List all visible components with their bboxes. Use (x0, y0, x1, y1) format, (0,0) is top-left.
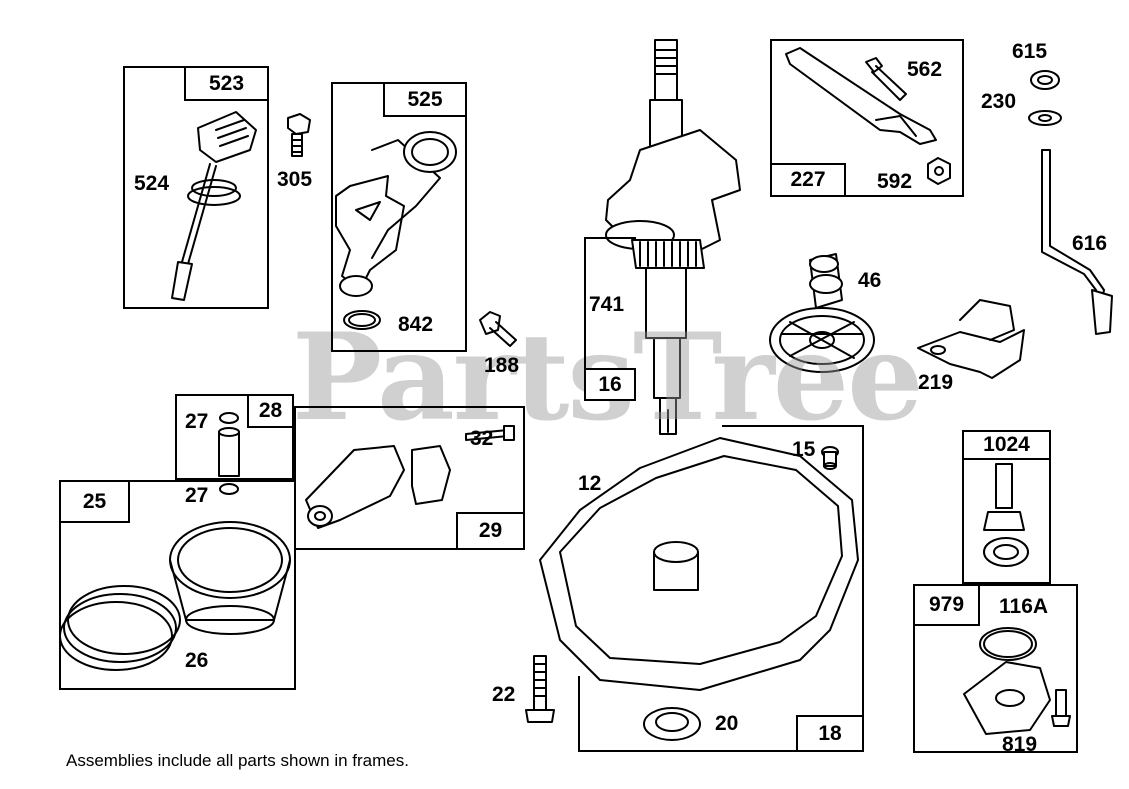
label-22[interactable]: 22 (492, 683, 516, 706)
label-27-upper[interactable]: 27 (185, 410, 209, 433)
label-15[interactable]: 15 (792, 438, 816, 461)
label-305[interactable]: 305 (277, 168, 313, 191)
label-524[interactable]: 524 (134, 172, 170, 195)
oil-fill-tube-drawing (335, 131, 457, 330)
oil-pump-drawing (983, 463, 1029, 567)
oil-seal-drawing (643, 707, 701, 741)
label-26[interactable]: 26 (185, 649, 209, 672)
label-819[interactable]: 819 (1002, 733, 1038, 756)
pump-cover-drawing (963, 627, 1071, 735)
label-27-lower[interactable]: 27 (185, 484, 209, 507)
label-592[interactable]: 592 (877, 170, 913, 193)
tag-25[interactable]: 25 (59, 480, 130, 523)
tag-29[interactable]: 29 (456, 512, 525, 550)
tag-523[interactable]: 523 (184, 66, 269, 101)
governor-link-drawing (785, 47, 951, 185)
footer-note: Assemblies include all parts shown in fr… (66, 751, 409, 770)
governor-shaft-drawing (1028, 70, 1113, 335)
label-20[interactable]: 20 (715, 712, 739, 735)
label-615[interactable]: 615 (1012, 40, 1048, 63)
frame-29 (294, 406, 525, 550)
label-230[interactable]: 230 (981, 90, 1017, 113)
frame-18-top (722, 425, 864, 427)
frame-18 (578, 425, 864, 752)
bolt-188-drawing (479, 311, 517, 347)
label-46[interactable]: 46 (858, 269, 882, 292)
tag-227[interactable]: 227 (770, 163, 846, 197)
frame-525 (331, 82, 467, 352)
frame-227 (770, 39, 964, 197)
label-32[interactable]: 32 (470, 427, 494, 450)
frame-25 (59, 480, 296, 690)
tag-979[interactable]: 979 (913, 584, 980, 626)
crankshaft-drawing (605, 39, 741, 435)
cam-gear-drawing (769, 253, 875, 373)
tag-16[interactable]: 16 (584, 368, 636, 401)
tag-28[interactable]: 28 (247, 394, 294, 428)
label-116a[interactable]: 116A (999, 595, 1049, 618)
label-188[interactable]: 188 (484, 354, 520, 377)
frame-28 (175, 394, 294, 480)
label-219[interactable]: 219 (918, 371, 954, 394)
connecting-rod-drawing (305, 425, 515, 529)
label-12[interactable]: 12 (578, 472, 602, 495)
label-562[interactable]: 562 (907, 58, 943, 81)
frame-979 (913, 584, 1078, 753)
tag-1024[interactable]: 1024 (962, 430, 1051, 460)
piston-pin-drawing (218, 412, 240, 495)
tag-525[interactable]: 525 (383, 82, 467, 117)
frame-18-left (578, 676, 580, 752)
governor-assembly-drawing (917, 299, 1025, 379)
label-842[interactable]: 842 (398, 313, 434, 336)
label-616[interactable]: 616 (1072, 232, 1108, 255)
dipstick-drawing (171, 111, 257, 301)
bolt-22-drawing (525, 655, 555, 723)
tag-18[interactable]: 18 (796, 715, 864, 752)
label-741[interactable]: 741 (589, 293, 625, 316)
crankcase-sump-drawing (539, 437, 859, 691)
bolt-305-drawing (287, 113, 311, 157)
